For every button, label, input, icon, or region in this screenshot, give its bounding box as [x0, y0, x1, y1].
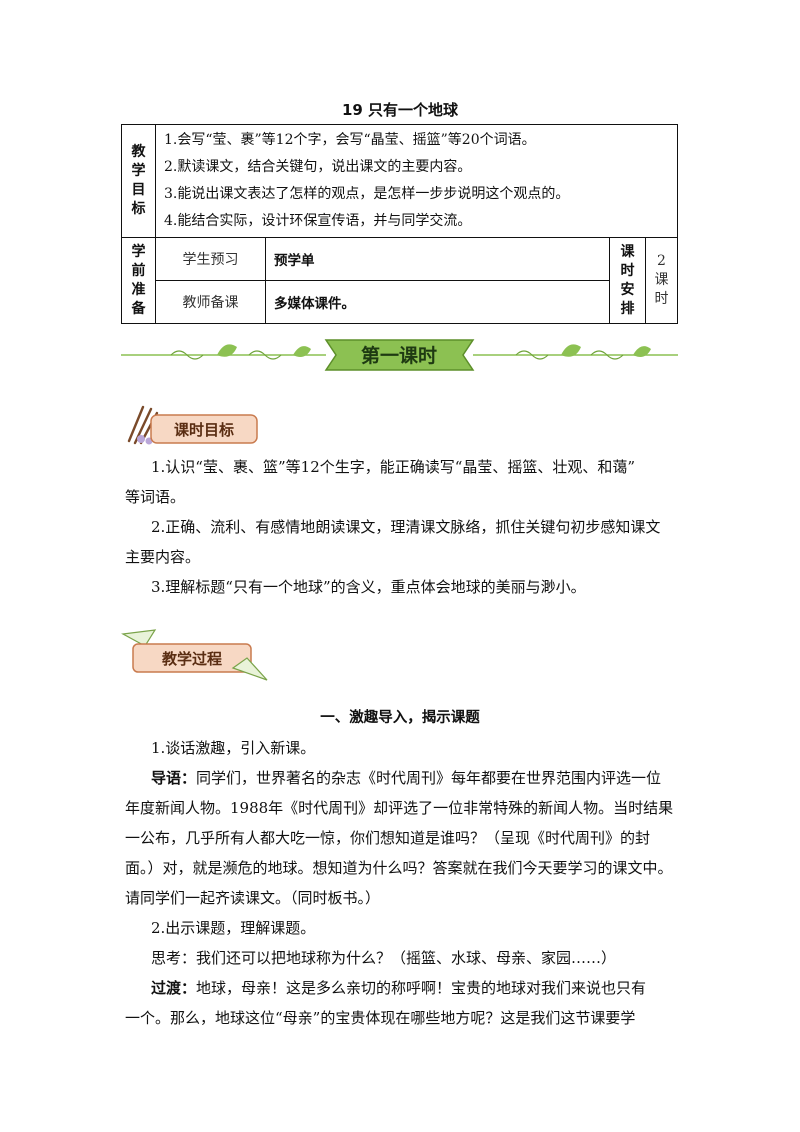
goal-label: 教 学 目 标: [121, 124, 156, 238]
page-title: 19 只有一个地球: [341, 101, 459, 119]
vine-right-icon: [515, 350, 624, 360]
banner-text: 第一课时: [361, 344, 437, 367]
objective-line: 1.认识“莹、裹、篮”等12个生字，能正确读写“晶莹、摇篮、壮观、和蔼”: [151, 458, 636, 476]
student-prep-value: 预学单: [265, 237, 610, 281]
objectives-tag: 课时目标: [127, 405, 258, 445]
teacher-prep-label: 教师备课: [155, 280, 266, 324]
think-line: 思考：我们还可以把地球称为什么？（摇篮、水球、母亲、家园……）: [151, 949, 617, 967]
intro-label: 导语：: [151, 769, 197, 787]
student-prep-label: 学生预习: [155, 237, 266, 281]
goal-item: 4.能结合实际，设计环保宣传语，并与同学交流。: [164, 213, 472, 229]
transition-label: 过渡：: [151, 979, 197, 997]
objective-line: 3.理解标题“只有一个地球”的含义，重点体会地球的美丽与渺小。: [151, 578, 586, 596]
goal-item: 3.能说出课文表达了怎样的观点，是怎样一步步说明这个观点的。: [164, 186, 570, 202]
objectives-tag-text: 课时目标: [174, 421, 234, 439]
section-heading: 一、激趣导入，揭示课题: [320, 710, 480, 726]
paper-plane-icon: [231, 657, 268, 681]
teacher-prep-value: 多媒体课件。: [265, 280, 610, 324]
objective-line: 主要内容。: [125, 548, 201, 566]
prep-label: 学 前 准 备: [121, 237, 156, 324]
intro-paragraph: 导语：同学们，世界著名的杂志《时代周刊》每年都要在世界范围内评选一位 年度新闻人…: [125, 769, 674, 907]
schedule-value: 2 课 时: [645, 237, 678, 324]
lesson-banner: 第一课时: [121, 339, 678, 371]
objective-line: 2.正确、流利、有感情地朗读课文，理清课文脉络，抓住关键句初步感知课文: [151, 518, 661, 536]
objectives-text: 1.认识“莹、裹、篮”等12个生字，能正确读写“晶莹、摇篮、壮观、和蔼” 等词语…: [125, 452, 685, 602]
objective-line: 等词语。: [125, 488, 186, 506]
schedule-label: 课 时 安 排: [609, 237, 646, 324]
process-tag: 教学过程: [121, 629, 268, 681]
vine-left-icon: [170, 350, 282, 360]
step-line: 1.谈话激趣，引入新课。: [151, 739, 316, 757]
goal-item: 2.默读课文，结合关键句，说出课文的主要内容。: [164, 159, 472, 175]
process-tag-text: 教学过程: [161, 650, 222, 668]
transition-paragraph: 过渡：地球，母亲！这是多么亲切的称呼啊！宝贵的地球对我们来说也只有 一个。那么，…: [125, 979, 647, 1027]
paper-plane-icon: [121, 629, 157, 647]
leaf-left-icon: [217, 344, 311, 357]
process-text: 1.谈话激趣，引入新课。 导语：同学们，世界著名的杂志《时代周刊》每年都要在世界…: [125, 733, 685, 1033]
goal-item: 1.会写“莹、裹”等12个字，会写“晶莹、摇篮”等20个词语。: [164, 132, 536, 148]
goals-cell: 1.会写“莹、裹”等12个字，会写“晶莹、摇篮”等20个词语。 2.默读课文，结…: [155, 124, 678, 238]
step-line: 2.出示课题，理解课题。: [151, 919, 316, 937]
leaf-right-icon: [561, 344, 651, 357]
lesson-plan-table: 教 学 目 标 1.会写“莹、裹”等12个字，会写“晶莹、摇篮”等20个词语。 …: [121, 124, 678, 324]
banner-ribbon: [324, 339, 475, 371]
